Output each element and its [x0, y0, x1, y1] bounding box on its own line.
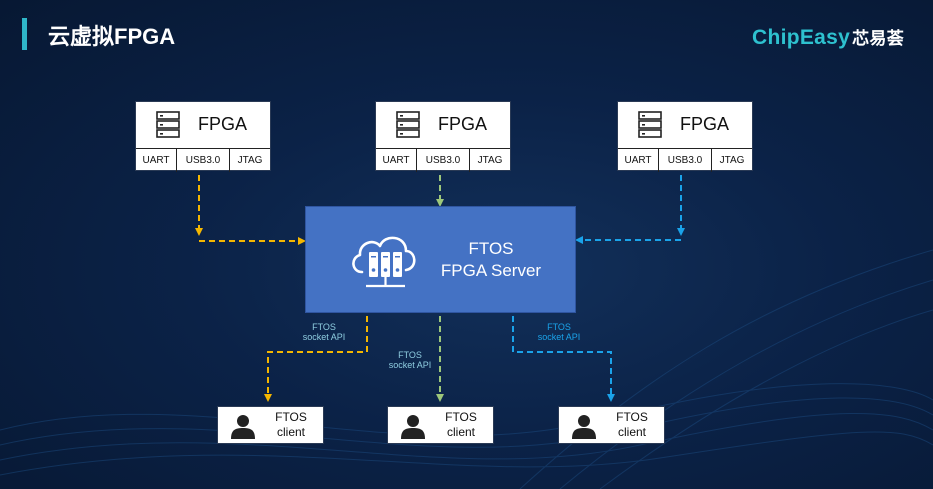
- user-icon: [572, 415, 596, 439]
- port-jtag: JTAG: [719, 155, 745, 166]
- page-title: 云虚拟FPGA: [48, 24, 176, 49]
- api-label-line1: FTOS: [547, 322, 571, 332]
- client-label-line2: client: [276, 425, 305, 439]
- port-usb: USB3.0: [659, 149, 712, 172]
- port-usb: USB3.0: [417, 149, 470, 172]
- api-label-line2: socket API: [302, 332, 346, 342]
- server-rack-icon: [156, 111, 180, 138]
- api-label-middle: FTOS socket API: [385, 350, 435, 370]
- client-label-line1: FTOS: [275, 410, 307, 424]
- port-jtag: JTAG: [477, 155, 503, 166]
- fpga-board-3: FPGA UART USB3.0 JTAG: [617, 101, 753, 172]
- board-name: FPGA: [438, 114, 488, 134]
- fpga-board-1: FPGA UART USB3.0 JTAG: [135, 101, 271, 172]
- api-label-line1: FTOS: [312, 322, 336, 332]
- user-icon: [401, 415, 425, 439]
- ftos-client-3: FTOS client: [558, 406, 665, 444]
- port-uart: UART: [376, 149, 417, 172]
- port-usb: USB3.0: [177, 149, 230, 172]
- api-label-line2: socket API: [388, 360, 432, 370]
- client-label-line2: client: [617, 425, 646, 439]
- server-rack-icon: [638, 111, 662, 138]
- client-label-line1: FTOS: [445, 410, 477, 424]
- logo-text-en: ChipEasy: [752, 26, 851, 49]
- client-label: FTOS client: [434, 410, 488, 440]
- api-label-left: FTOS socket API: [299, 322, 349, 342]
- server-title-line2: FPGA Server: [440, 261, 542, 280]
- board-name: FPGA: [680, 114, 730, 134]
- client-label: FTOS client: [605, 410, 659, 440]
- ftos-client-2: FTOS client: [387, 406, 494, 444]
- user-icon: [231, 415, 255, 439]
- board-name: FPGA: [198, 114, 248, 134]
- port-jtag: JTAG: [237, 155, 263, 166]
- server-rack-icon: [396, 111, 420, 138]
- title-accent-bar: [22, 18, 27, 50]
- port-uart: UART: [618, 149, 659, 172]
- ftos-fpga-server: FTOS FPGA Server: [305, 206, 576, 313]
- link-server-to-client1: [264, 316, 368, 402]
- api-label-line2: socket API: [537, 332, 581, 342]
- api-label-right: FTOS socket API: [534, 322, 584, 342]
- server-title-line1: FTOS: [468, 239, 514, 258]
- api-label-line1: FTOS: [398, 350, 422, 360]
- cloud-server-icon: [352, 236, 416, 288]
- fpga-board-2: FPGA UART USB3.0 JTAG: [375, 101, 511, 172]
- link-server-to-client3: [512, 316, 615, 402]
- port-uart: UART: [136, 149, 177, 172]
- client-label-line2: client: [446, 425, 475, 439]
- ftos-client-1: FTOS client: [217, 406, 324, 444]
- client-label: FTOS client: [264, 410, 318, 440]
- client-label-line1: FTOS: [616, 410, 648, 424]
- logo-text-cn: 芯易荟: [852, 29, 905, 48]
